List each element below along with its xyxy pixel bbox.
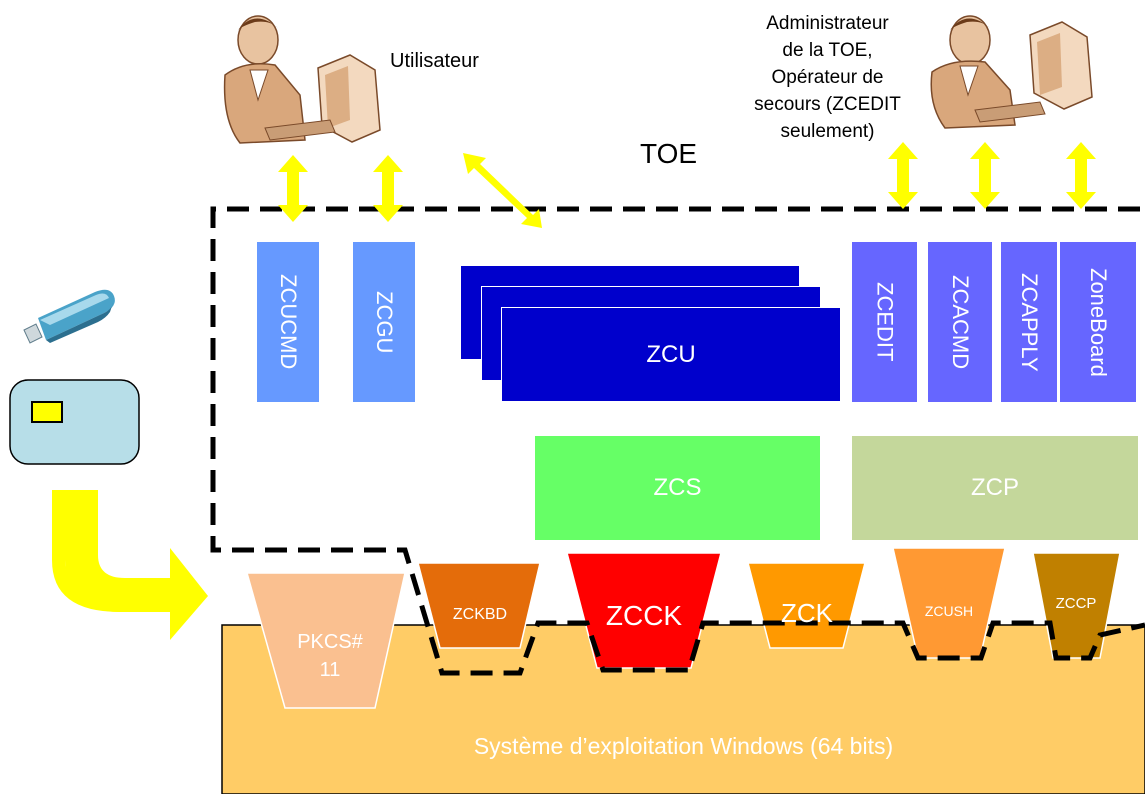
- zcs-label: ZCS: [653, 474, 702, 501]
- zcs-module: ZCS: [535, 436, 820, 540]
- zcck-label: ZCCK: [605, 600, 683, 631]
- zcapply-module: ZCAPPLY: [1001, 242, 1057, 402]
- zcu-module: ZCU: [501, 307, 841, 402]
- zoneboard-label: ZoneBoard: [1086, 267, 1111, 377]
- pkcs11-label: PKCS# 11: [297, 631, 363, 681]
- os-label: Système d’exploitation Windows (64 bits): [473, 733, 894, 759]
- zckbd-module: [417, 562, 541, 649]
- zcgu-label: ZCGU: [372, 290, 397, 354]
- user-label: Utilisateur: [390, 50, 479, 72]
- smart-card-icon: [9, 379, 140, 465]
- toe-boundary: [210, 206, 1145, 676]
- toe-label: TOE: [640, 138, 698, 169]
- zckbd-label: ZCKBD: [452, 606, 508, 623]
- zcucmd-label: ZCUCMD: [276, 274, 301, 370]
- zcu-label: ZCU: [646, 340, 696, 368]
- interaction-arrows: [278, 142, 1096, 228]
- zcucmd-module: ZCUCMD: [257, 242, 319, 402]
- usb-key-icon: [23, 289, 115, 344]
- zcp-module: ZCP: [852, 436, 1138, 540]
- zoneboard-module: ZoneBoard: [1060, 242, 1136, 402]
- zccp-label: ZCCP: [1055, 595, 1097, 612]
- admin-at-computer-icon: [930, 15, 1093, 129]
- zcgu-module: ZCGU: [353, 242, 415, 402]
- admin-label: Administrateur de la TOE, Opérateur de s…: [754, 13, 901, 142]
- zcedit-label: ZCEDIT: [872, 282, 898, 362]
- zck-module: [747, 562, 866, 649]
- zcp-label: ZCP: [971, 474, 1019, 501]
- pkcs11-module: [246, 572, 406, 709]
- zcck-module: [566, 552, 722, 669]
- user-at-computer-icon: [223, 15, 381, 144]
- zcedit-module: ZCEDIT: [852, 242, 917, 402]
- zcush-label: ZCUSH: [924, 603, 974, 619]
- zcacmd-module: ZCACMD: [928, 242, 992, 402]
- zck-label: ZCK: [781, 598, 833, 628]
- zcapply-label: ZCAPPLY: [1017, 272, 1042, 372]
- zcacmd-label: ZCACMD: [948, 274, 973, 370]
